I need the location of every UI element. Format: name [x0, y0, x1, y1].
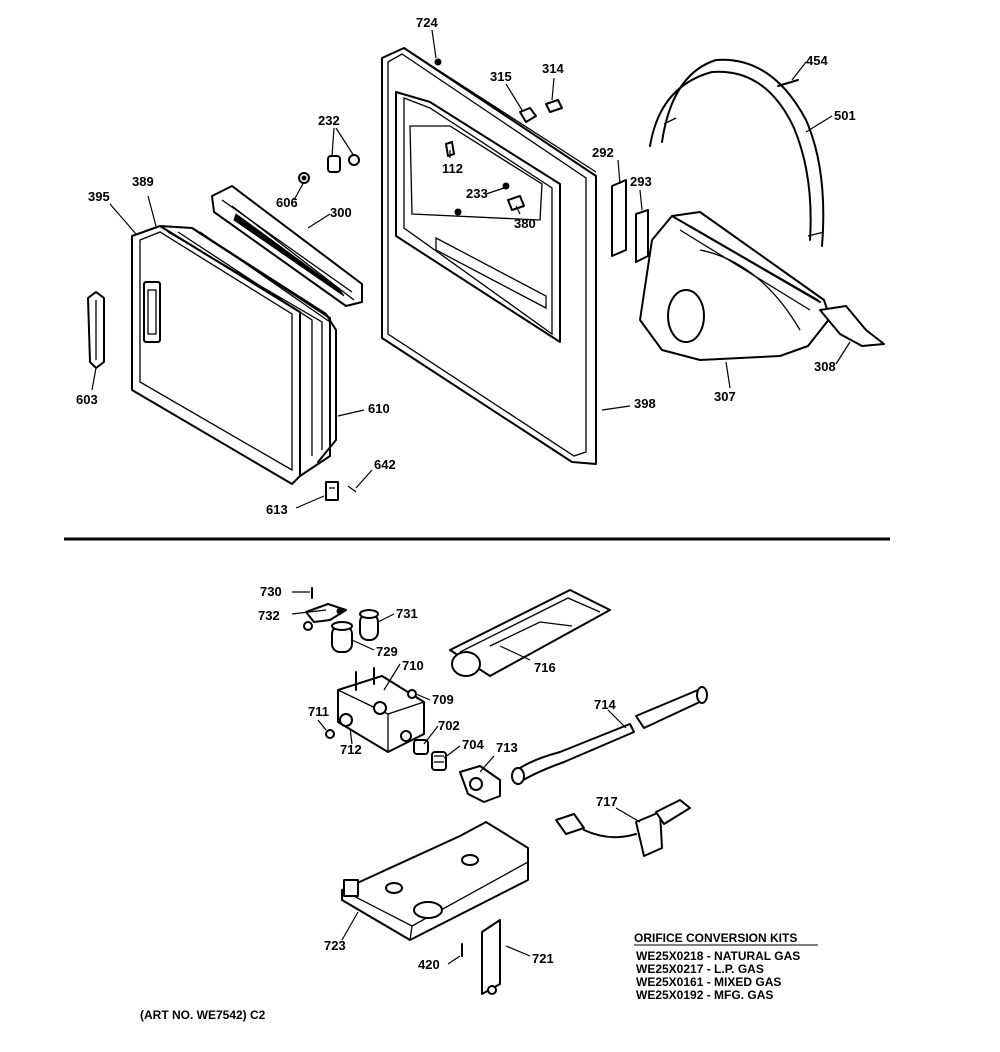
orifice-kit-item: WE25X0218 - NATURAL GAS [636, 949, 800, 963]
label-308: 308 [814, 359, 836, 374]
label-716: 716 [534, 660, 556, 675]
label-724: 724 [416, 15, 438, 30]
drum-front-bearing [639, 211, 831, 361]
label-712: 712 [340, 742, 362, 757]
orifice-kits-title: ORIFICE CONVERSION KITS [634, 931, 797, 945]
label-293: 293 [630, 174, 652, 189]
gas-valve [337, 667, 425, 753]
orifice-kit-item: WE25X0192 - MFG. GAS [636, 988, 773, 1002]
orifice-fittings [413, 739, 501, 803]
label-307: 307 [714, 389, 736, 404]
label-730: 730 [260, 584, 282, 599]
label-420: 420 [418, 957, 440, 972]
label-717: 717 [596, 794, 618, 809]
door-strike [325, 481, 357, 501]
label-732: 732 [258, 608, 280, 623]
drum-support-ring [649, 58, 825, 247]
label-704: 704 [462, 737, 484, 752]
mounting-bracket [461, 919, 501, 995]
burner-tube [511, 686, 708, 785]
label-721: 721 [532, 951, 554, 966]
valve-coils [331, 609, 379, 653]
door-seal [191, 227, 337, 463]
orifice-kit-item: WE25X0217 - L.P. GAS [636, 962, 764, 976]
label-610: 610 [368, 401, 390, 416]
leader-lines-top [91, 29, 851, 509]
label-454: 454 [806, 53, 828, 68]
label-501: 501 [834, 108, 856, 123]
leader-lines-bottom [291, 591, 641, 965]
part-labels: 724 315 314 454 501 232 112 292 293 233 … [76, 15, 856, 972]
label-398: 398 [634, 396, 656, 411]
retaining-pin [777, 79, 799, 87]
label-314: 314 [542, 61, 564, 76]
label-603: 603 [76, 392, 98, 407]
label-395: 395 [88, 189, 110, 204]
label-292: 292 [592, 145, 614, 160]
label-729: 729 [376, 644, 398, 659]
label-714: 714 [594, 697, 616, 712]
label-380: 380 [514, 216, 536, 231]
exhaust-duct [819, 305, 885, 347]
label-702: 702 [438, 718, 460, 733]
label-232: 232 [318, 113, 340, 128]
gas-valve-bracket [303, 587, 347, 631]
label-709: 709 [432, 692, 454, 707]
side-brackets [611, 179, 649, 263]
label-642: 642 [374, 457, 396, 472]
orifice-kit-item: WE25X0161 - MIXED GAS [636, 975, 781, 989]
igniter [555, 799, 691, 857]
panel-fasteners [434, 58, 563, 216]
lint-duct [211, 185, 363, 307]
hinge-parts [298, 154, 360, 184]
label-613: 613 [266, 502, 288, 517]
label-710: 710 [402, 658, 424, 673]
label-300: 300 [330, 205, 352, 220]
burner-bracket [341, 821, 529, 941]
door-handle [87, 291, 105, 369]
orifice-kits-list: ORIFICE CONVERSION KITS WE25X0218 - NATU… [634, 931, 818, 1002]
label-731: 731 [396, 606, 418, 621]
label-112: 112 [442, 161, 463, 176]
label-711: 711 [308, 704, 329, 719]
door-panel [131, 225, 331, 485]
label-606: 606 [276, 195, 298, 210]
art-number: (ART NO. WE7542) C2 [140, 1008, 266, 1022]
front-panel [381, 47, 597, 465]
label-389: 389 [132, 174, 154, 189]
label-723: 723 [324, 938, 346, 953]
burner-assembly [449, 589, 611, 677]
label-315: 315 [490, 69, 512, 84]
label-713: 713 [496, 740, 518, 755]
label-233: 233 [466, 186, 488, 201]
